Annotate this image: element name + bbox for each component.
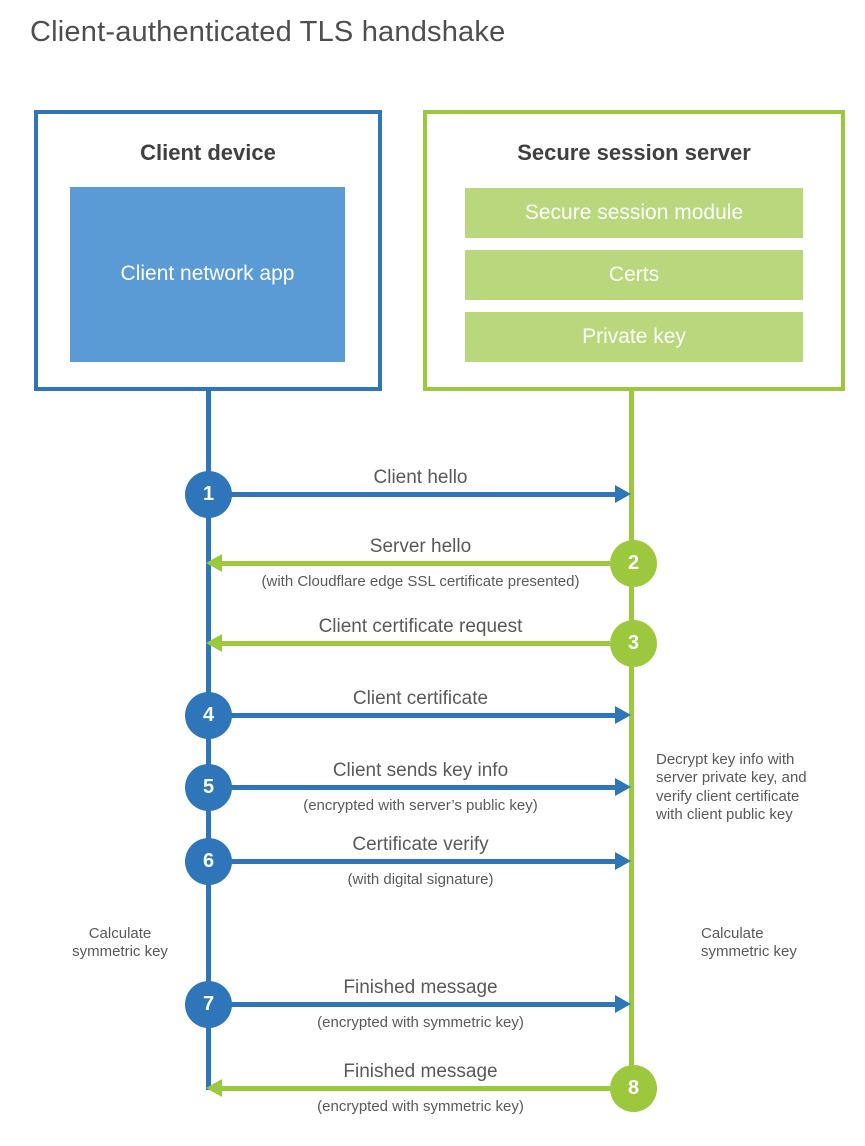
- step-5: 5 Client sends key info (encrypted with …: [185, 760, 633, 814]
- step-6-badge: 6: [185, 838, 232, 885]
- step-7-sublabel: (encrypted with symmetric key): [317, 1014, 524, 1031]
- step-7-arrow-line: [231, 1002, 617, 1007]
- arrowhead-right-icon: [615, 995, 631, 1013]
- step-2-arrow-line: [212, 561, 610, 566]
- client-calc-note: Calculate symmetric key: [72, 925, 168, 961]
- server-module-certs: Certs: [465, 250, 803, 300]
- secure-session-server-box: Secure session server Secure session mod…: [423, 110, 845, 391]
- step-1-arrow-line: [231, 492, 617, 497]
- server-calc-note: Calculate symmetric key: [701, 925, 797, 961]
- step-5-badge: 5: [185, 764, 232, 811]
- step-1-label: Client hello: [373, 467, 468, 488]
- step-5-label: Client sends key info: [332, 760, 509, 781]
- client-network-app-module: Client network app: [70, 187, 345, 362]
- arrowhead-right-icon: [615, 485, 631, 503]
- step-5-arrow-line: [231, 785, 617, 790]
- step-7-badge: 7: [185, 981, 232, 1028]
- step-2-badge: 2: [610, 540, 657, 587]
- arrowhead-right-icon: [615, 706, 631, 724]
- step-3: 3 Client certificate request: [206, 616, 657, 667]
- step-8: 8 Finished message (encrypted with symme…: [206, 1061, 657, 1115]
- step-8-badge: 8: [610, 1065, 657, 1112]
- step-3-badge: 3: [610, 620, 657, 667]
- arrowhead-left-icon: [206, 554, 222, 572]
- step-1: 1 Client hello: [185, 467, 633, 518]
- page-title: Client-authenticated TLS handshake: [30, 16, 506, 48]
- step-8-sublabel: (encrypted with symmetric key): [317, 1098, 524, 1115]
- server-module-secure-session: Secure session module: [465, 188, 803, 238]
- server-processing-note: Decrypt key info with server private key…: [656, 751, 807, 823]
- step-6-sublabel: (with digital signature): [347, 871, 494, 888]
- secure-session-server-title: Secure session server: [517, 140, 751, 165]
- arrowhead-right-icon: [615, 852, 631, 870]
- step-4: 4 Client certificate: [185, 688, 633, 739]
- server-lifeline: [629, 389, 634, 1088]
- step-8-label: Finished message: [343, 1061, 498, 1082]
- step-2-sublabel: (with Cloudflare edge SSL certificate pr…: [261, 573, 580, 590]
- step-2-label: Server hello: [369, 536, 472, 557]
- step-4-arrow-line: [231, 713, 617, 718]
- step-7: 7 Finished message (encrypted with symme…: [185, 977, 633, 1031]
- arrowhead-left-icon: [206, 1079, 222, 1097]
- step-7-label: Finished message: [343, 977, 498, 998]
- client-device-title: Client device: [140, 140, 276, 165]
- step-2: 2 Server hello (with Cloudflare edge SSL…: [206, 536, 657, 590]
- step-4-label: Client certificate: [352, 688, 489, 709]
- arrowhead-right-icon: [615, 778, 631, 796]
- step-6: 6 Certificate verify (with digital signa…: [185, 834, 633, 888]
- client-lifeline: [206, 389, 211, 1090]
- step-1-badge: 1: [185, 471, 232, 518]
- step-6-label: Certificate verify: [352, 834, 489, 855]
- step-3-label: Client certificate request: [318, 616, 523, 637]
- step-6-arrow-line: [231, 859, 617, 864]
- step-3-arrow-line: [212, 641, 610, 646]
- arrowhead-left-icon: [206, 634, 222, 652]
- client-device-box: Client device Client network app: [34, 110, 382, 391]
- step-4-badge: 4: [185, 692, 232, 739]
- client-network-app-label: Client network app: [120, 262, 295, 286]
- server-module-private-key: Private key: [465, 312, 803, 362]
- step-5-sublabel: (encrypted with server’s public key): [303, 797, 538, 814]
- step-8-arrow-line: [212, 1086, 610, 1091]
